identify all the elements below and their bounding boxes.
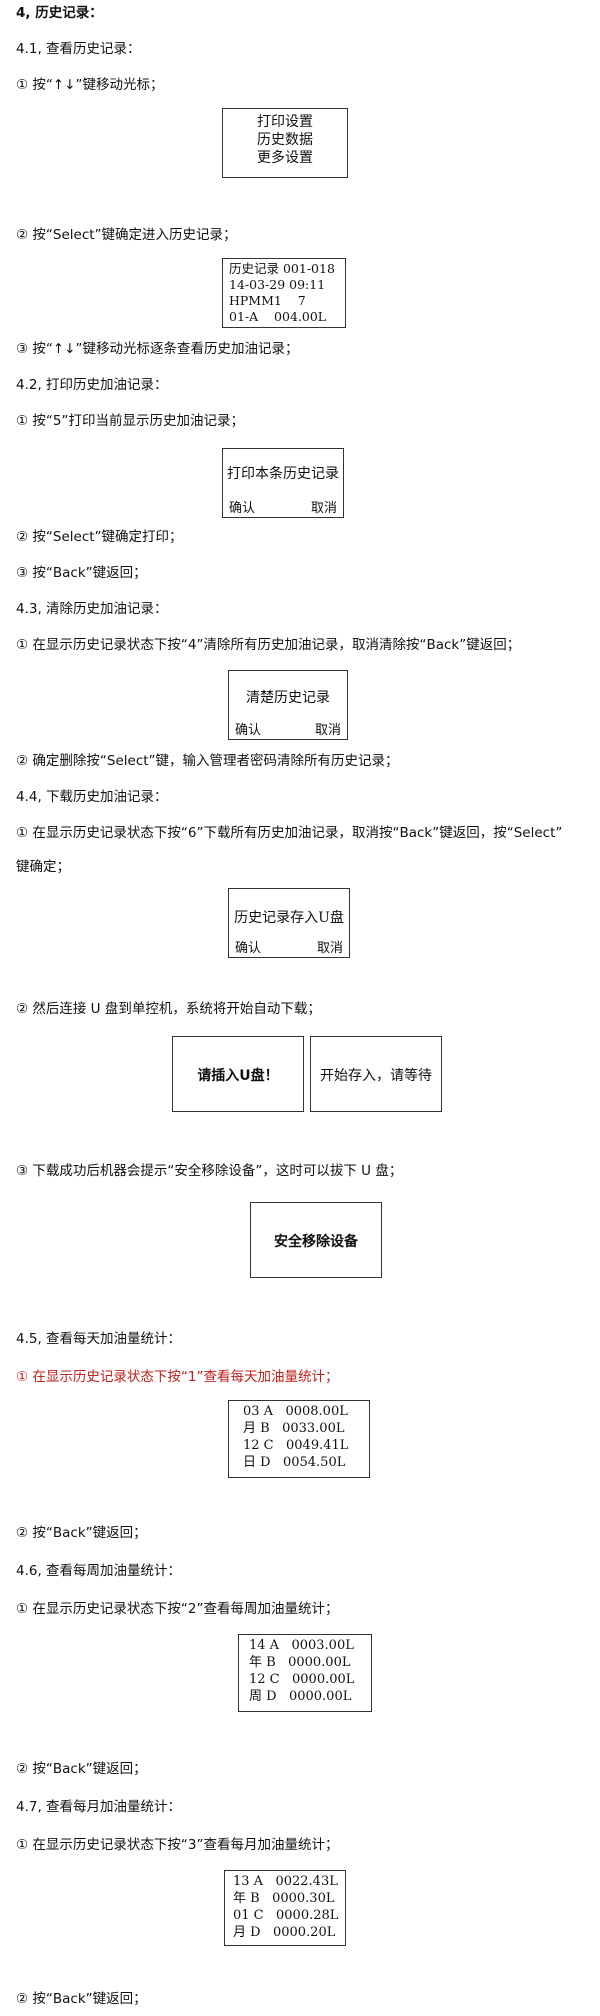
step-4-2-2: ② 按“Select”键确定打印；: [16, 529, 183, 545]
stat-row: 日 D 0054.50L: [243, 1455, 346, 1470]
cancel-label: 取消: [314, 723, 341, 738]
step-4-5-1: ① 在显示历史记录状态下按“1”查看每天加油量统计；: [16, 1369, 339, 1385]
stat-row: 14 A 0003.00L: [249, 1638, 354, 1653]
stat-row: 12 C 0000.00L: [249, 1672, 355, 1687]
dialog-text: 历史记录存入U盘: [234, 910, 344, 926]
monthly-stats-screen: 13 A 0022.43L 年 B 0000.30L 01 C 0000.28L…: [224, 1870, 346, 1946]
heading-4-7: 4.7, 查看每月加油量统计：: [16, 1799, 182, 1815]
heading-4-6: 4.6, 查看每周加油量统计：: [16, 1563, 182, 1579]
menu-screen: 打印设置 历史数据 更多设置: [222, 108, 348, 178]
menu-item-history-data: 历史数据: [257, 132, 313, 148]
menu-item-more-settings: 更多设置: [257, 150, 313, 166]
step-4-7-1: ① 在显示历史记录状态下按“3”查看每月加油量统计；: [16, 1837, 339, 1853]
step-4-1-2: ② 按“Select”键确定进入历史记录；: [16, 227, 237, 243]
step-4-3-2: ② 确定删除按“Select”键，输入管理者密码清除所有历史记录；: [16, 753, 399, 769]
step-4-4-1-cont: 键确定；: [16, 859, 70, 875]
safe-remove-text: 安全移除设备: [274, 1234, 358, 1250]
stat-row: 年 B 0000.30L: [233, 1891, 335, 1906]
confirm-label: 确认: [235, 941, 262, 956]
lcd-line: HPMM1 7: [229, 293, 306, 308]
step-4-3-1: ① 在显示历史记录状态下按“4”清除所有历史加油记录，取消清除按“Back”键返…: [16, 637, 521, 653]
menu-item-print-settings: 打印设置: [257, 114, 313, 130]
stat-row: 周 D 0000.00L: [249, 1689, 352, 1704]
weekly-stats-screen: 14 A 0003.00L 年 B 0000.00L 12 C 0000.00L…: [238, 1634, 372, 1712]
heading-4-2: 4.2, 打印历史加油记录：: [16, 377, 168, 393]
saving-text: 开始存入，请等待: [320, 1068, 432, 1084]
lcd-line: 14-03-29 09:11: [229, 277, 326, 292]
heading-4-5: 4.5, 查看每天加油量统计：: [16, 1331, 182, 1347]
print-record-dialog: 打印本条历史记录 确认 取消: [222, 448, 344, 518]
stat-row: 月 B 0033.00L: [243, 1421, 345, 1436]
stat-row: 01 C 0000.28L: [233, 1908, 339, 1923]
safe-remove-screen: 安全移除设备: [250, 1202, 382, 1278]
stat-row: 年 B 0000.00L: [249, 1655, 351, 1670]
heading-4-4: 4.4, 下载历史加油记录：: [16, 789, 168, 805]
cancel-label: 取消: [316, 941, 343, 956]
heading-4-3: 4.3, 清除历史加油记录：: [16, 601, 168, 617]
stat-row: 03 A 0008.00L: [243, 1404, 348, 1419]
cancel-label: 取消: [310, 501, 337, 516]
stat-row: 月 D 0000.20L: [233, 1925, 336, 1940]
dialog-text: 清楚历史记录: [246, 690, 330, 706]
step-4-5-2: ② 按“Back”键返回；: [16, 1525, 147, 1541]
history-record-screen: 历史记录 001-018 14-03-29 09:11 HPMM1 7 01-A…: [222, 258, 346, 328]
confirm-label: 确认: [229, 501, 256, 516]
step-4-6-2: ② 按“Back”键返回；: [16, 1761, 147, 1777]
step-4-4-2: ② 然后连接 U 盘到单控机，系统将开始自动下载；: [16, 1001, 321, 1017]
saving-screen: 开始存入，请等待: [310, 1036, 442, 1112]
step-4-2-1: ① 按“5”打印当前显示历史加油记录；: [16, 413, 244, 429]
dialog-text: 打印本条历史记录: [227, 466, 339, 482]
insert-usb-text: 请插入U盘！: [197, 1068, 279, 1084]
save-to-usb-dialog: 历史记录存入U盘 确认 取消: [228, 888, 350, 958]
lcd-line: 01-A 004.00L: [229, 309, 327, 324]
stat-row: 13 A 0022.43L: [233, 1874, 338, 1889]
step-4-4-1: ① 在显示历史记录状态下按“6”下载所有历史加油记录，取消按“Back”键返回，…: [16, 825, 563, 841]
heading-4-1: 4.1, 查看历史记录：: [16, 41, 141, 57]
confirm-label: 确认: [235, 723, 262, 738]
step-4-4-3: ③ 下载成功后机器会提示“安全移除设备”，这时可以拔下 U 盘；: [16, 1163, 403, 1179]
insert-usb-screen: 请插入U盘！: [172, 1036, 304, 1112]
step-4-2-3: ③ 按“Back”键返回；: [16, 565, 147, 581]
clear-record-dialog: 清楚历史记录 确认 取消: [228, 670, 348, 740]
section-title: 4, 历史记录：: [16, 5, 103, 21]
stat-row: 12 C 0049.41L: [243, 1438, 349, 1453]
step-4-6-1: ① 在显示历史记录状态下按“2”查看每周加油量统计；: [16, 1601, 339, 1617]
step-4-1-1: ① 按“↑↓”键移动光标；: [16, 77, 164, 93]
step-4-7-2: ② 按“Back”键返回；: [16, 1991, 147, 2007]
daily-stats-screen: 03 A 0008.00L 月 B 0033.00L 12 C 0049.41L…: [228, 1400, 370, 1478]
lcd-line: 历史记录 001-018: [229, 261, 335, 276]
step-4-1-3: ③ 按“↑↓”键移动光标逐条查看历史加油记录；: [16, 341, 299, 357]
